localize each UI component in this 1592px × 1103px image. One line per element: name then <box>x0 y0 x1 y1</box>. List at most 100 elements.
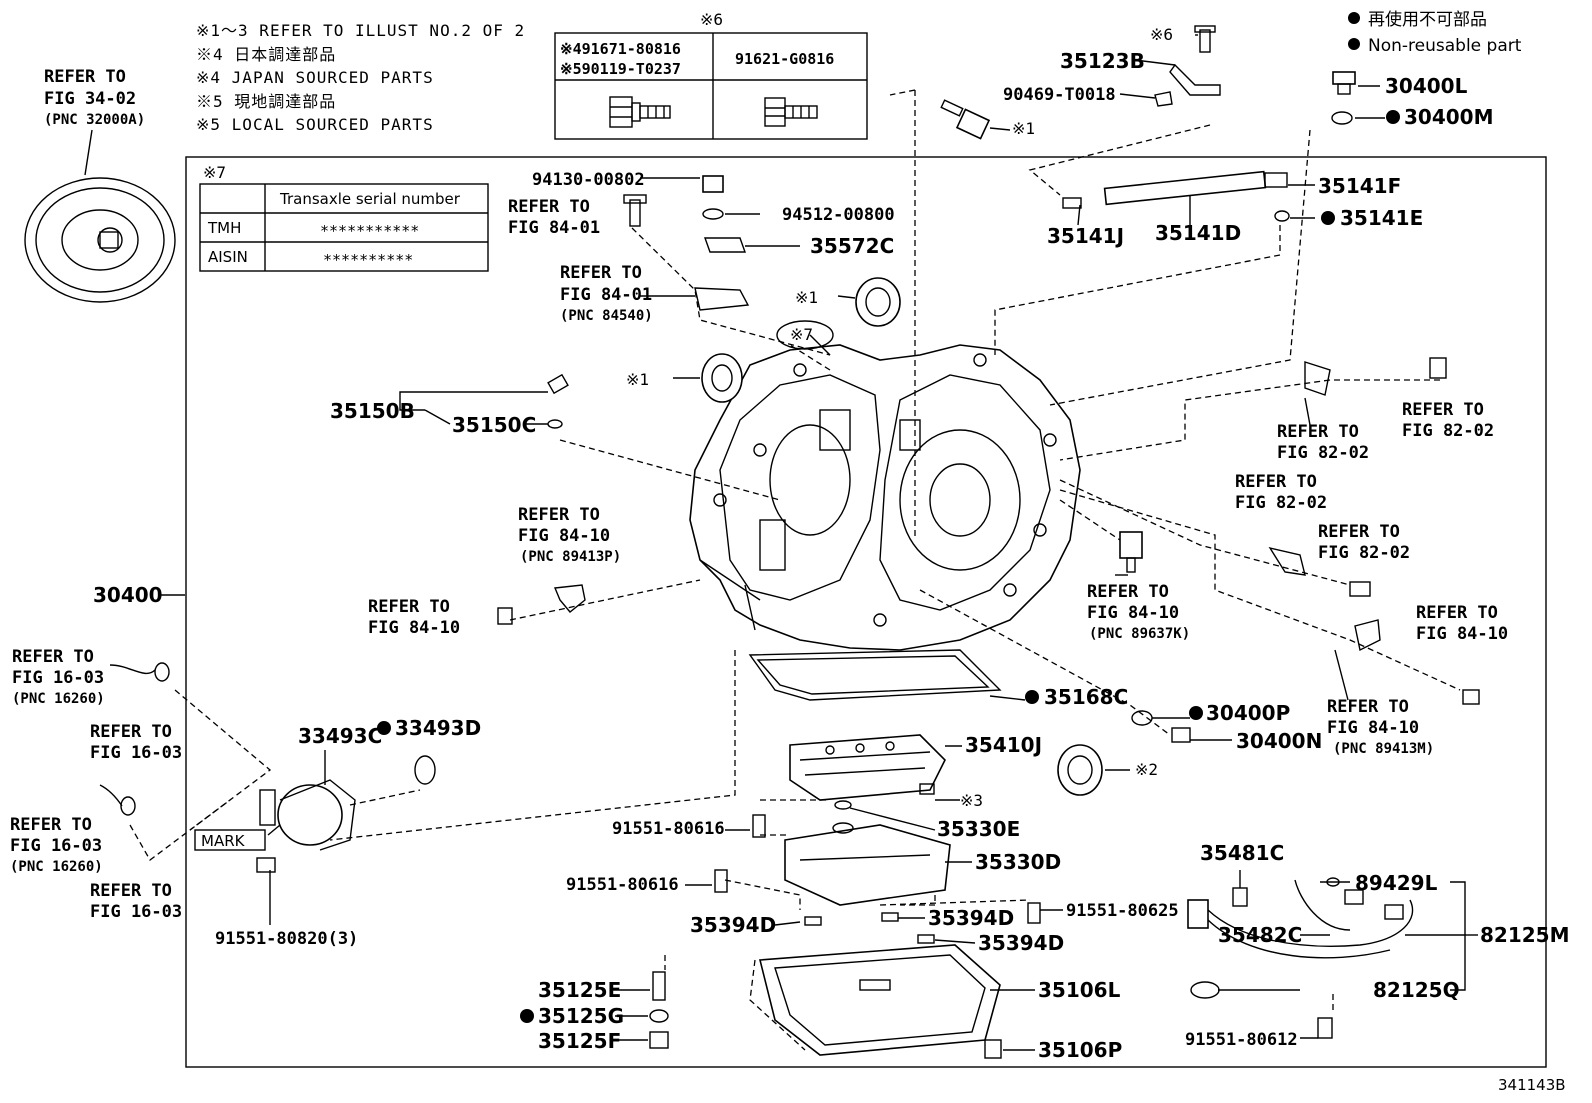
legend-jp: 再使用不可部品 <box>1368 9 1487 30</box>
label-35330e: 35330E <box>937 817 1020 841</box>
svg-text:REFER TO: REFER TO <box>560 263 642 283</box>
figure-number: 341143B <box>1498 1076 1566 1094</box>
svg-text:(PNC 84540): (PNC 84540) <box>560 308 653 324</box>
label-91551-80820: 91551-80820(3) <box>215 929 358 949</box>
gasket-35168c-drawing <box>748 649 1002 701</box>
note-4: ※5 現地調達部品 <box>196 92 336 111</box>
svg-text:FIG 82-02: FIG 82-02 <box>1235 493 1327 513</box>
label-35125g: 35125G <box>538 1004 624 1028</box>
label-35141e: 35141E <box>1340 206 1423 230</box>
oil-seal-icon <box>701 353 743 403</box>
label-89429l: 89429L <box>1355 871 1438 895</box>
assembly-guide-lines <box>129 89 1461 1051</box>
svg-text:REFER TO: REFER TO <box>90 722 172 742</box>
svg-text:FIG 84-10: FIG 84-10 <box>1327 718 1419 738</box>
svg-text:REFER TO: REFER TO <box>1318 522 1400 542</box>
svg-text:REFER TO: REFER TO <box>1402 400 1484 420</box>
note-2: ※4 日本調達部品 <box>196 45 336 64</box>
bolt-table-right: 91621-G0816 <box>735 50 834 68</box>
label-82125m: 82125M <box>1480 923 1569 947</box>
svg-text:REFER TO: REFER TO <box>90 881 172 901</box>
part-labels: 30400 35150B 35150C 94130-00802 94512-00… <box>93 25 1569 1062</box>
svg-text:REFER TO: REFER TO <box>10 815 92 835</box>
label-91551-80616-a: 91551-80616 <box>612 819 725 839</box>
svg-text:REFER TO: REFER TO <box>1327 697 1409 717</box>
label-35394d-a: 35394D <box>690 913 776 937</box>
non-reusable-dot-icon <box>1189 706 1203 720</box>
label-35394d-c: 35394D <box>978 931 1064 955</box>
oil-cooler-drawing <box>259 755 436 851</box>
label-mark6: ※6 <box>1150 25 1173 44</box>
valve-body-drawing <box>789 734 946 801</box>
label-mark7: ※7 <box>790 325 813 344</box>
label-30400m: 30400M <box>1404 105 1493 129</box>
svg-text:FIG 84-10: FIG 84-10 <box>368 618 460 638</box>
bolt-table-left-2: ※590119-T0237 <box>560 60 681 78</box>
legend-en: Non-reusable part <box>1368 36 1522 56</box>
label-35150c: 35150C <box>452 413 536 437</box>
label-mark: MARK <box>201 832 246 850</box>
svg-text:(PNC 16260): (PNC 16260) <box>12 691 105 707</box>
serial-row-aisin-value: ********** <box>323 251 413 269</box>
svg-text:FIG 82-02: FIG 82-02 <box>1318 543 1410 563</box>
svg-text:REFER TO: REFER TO <box>1235 472 1317 492</box>
label-30400p: 30400P <box>1206 701 1290 725</box>
label-30400: 30400 <box>93 583 163 607</box>
note-3: ※4 JAPAN SOURCED PARTS <box>196 68 434 87</box>
svg-text:FIG 84-10: FIG 84-10 <box>1087 603 1179 623</box>
label-35150b: 35150B <box>330 399 415 423</box>
svg-text:REFER TO: REFER TO <box>1416 603 1498 623</box>
oil-pan-drawing <box>758 944 1001 1056</box>
svg-text:(PNC 32000A): (PNC 32000A) <box>44 112 145 128</box>
label-33493c: 33493C <box>298 724 382 748</box>
svg-text:(PNC 89413M): (PNC 89413M) <box>1333 741 1434 757</box>
label-33493d: 33493D <box>395 716 481 740</box>
label-90469-t0018: 90469-T0018 <box>1003 85 1116 105</box>
hex-bolt-icon <box>764 97 818 127</box>
label-30400n: 30400N <box>1236 729 1322 753</box>
svg-text:REFER TO: REFER TO <box>368 597 450 617</box>
svg-text:REFER TO: REFER TO <box>518 505 600 525</box>
serial-row-tmh-maker: TMH <box>207 219 241 237</box>
oring-33493d-icon <box>414 755 436 785</box>
label-35572c: 35572C <box>810 234 894 258</box>
bolt-table: ※6 ※491671-80816 ※590119-T0237 91621-G08… <box>554 10 868 140</box>
label-mark1-b: ※1 <box>626 370 649 389</box>
oil-strainer-drawing <box>784 822 951 906</box>
label-91551-80616-b: 91551-80616 <box>566 875 679 895</box>
reference-labels: REFER TO FIG 84-01 REFER TO FIG 84-01 (P… <box>10 197 1508 922</box>
label-mark2: ※2 <box>1135 760 1158 779</box>
non-reusable-dot-icon <box>520 1009 534 1023</box>
serial-row-tmh-value: *********** <box>320 222 419 240</box>
label-35125e: 35125E <box>538 978 621 1002</box>
svg-text:REFER TO: REFER TO <box>1277 422 1359 442</box>
label-35394d-b: 35394D <box>928 906 1014 930</box>
torque-converter-drawing: REFER TO FIG 34-02 (PNC 32000A) <box>24 67 176 303</box>
svg-text:FIG 16-03: FIG 16-03 <box>10 836 102 856</box>
non-reusable-dot-icon <box>1386 110 1400 124</box>
bolt-table-mark: ※6 <box>700 10 723 29</box>
serial-number-table: ※7 Transaxle serial number TMH *********… <box>199 163 489 272</box>
bolt-table-left-1: ※491671-80816 <box>560 40 681 58</box>
label-94130-00802: 94130-00802 <box>532 170 645 190</box>
non-reusable-dot-icon <box>377 721 391 735</box>
assembly-frame <box>185 156 1547 1068</box>
svg-text:FIG 16-03: FIG 16-03 <box>90 743 182 763</box>
note-1: ※1～3 REFER TO ILLUST NO.2 OF 2 <box>196 21 525 40</box>
serial-table-mark: ※7 <box>203 163 226 182</box>
label-35481c: 35481C <box>1200 841 1284 865</box>
non-reusable-dot-icon <box>1025 690 1039 704</box>
svg-text:(PNC 89637K): (PNC 89637K) <box>1089 626 1190 642</box>
svg-text:REFER TO: REFER TO <box>12 647 94 667</box>
svg-text:FIG 16-03: FIG 16-03 <box>90 902 182 922</box>
label-mark1-a: ※1 <box>795 288 818 307</box>
label-35141d: 35141D <box>1155 221 1241 245</box>
non-reusable-dot-icon <box>1321 211 1335 225</box>
svg-text:FIG 84-01: FIG 84-01 <box>508 218 600 238</box>
label-30400l: 30400L <box>1385 74 1468 98</box>
label-35330d: 35330D <box>975 850 1061 874</box>
note-5: ※5 LOCAL SOURCED PARTS <box>196 115 434 134</box>
flange-bolt-icon <box>609 96 671 128</box>
svg-text:FIG 84-10: FIG 84-10 <box>518 526 610 546</box>
mark-label-box <box>194 829 266 851</box>
